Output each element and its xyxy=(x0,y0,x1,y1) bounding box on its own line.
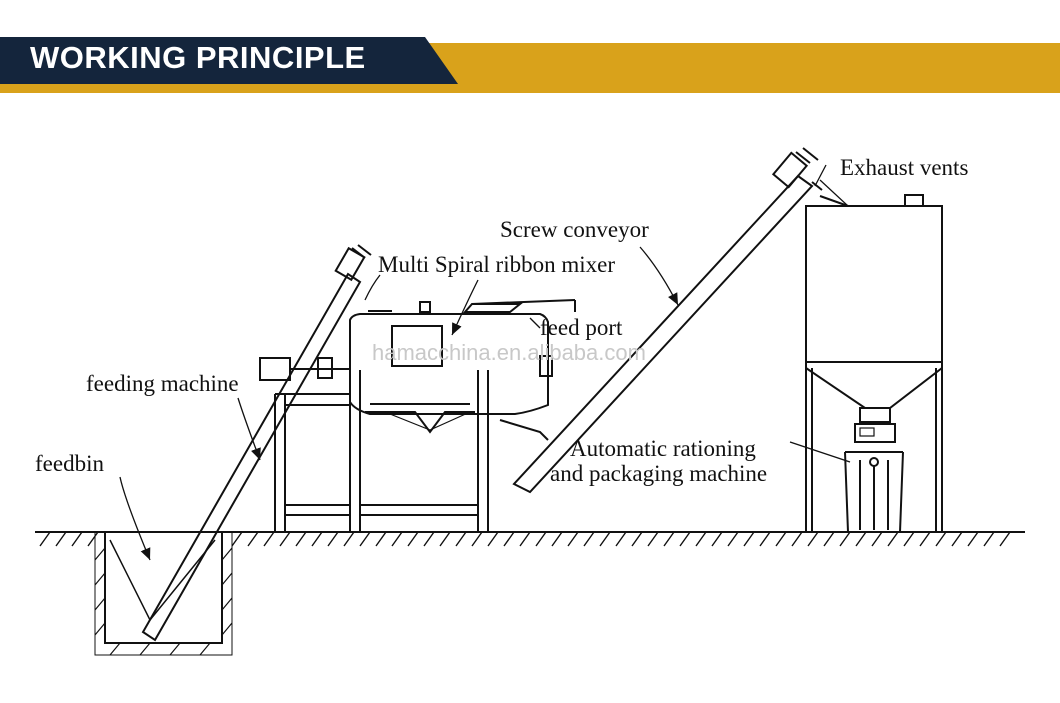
feeding-machine xyxy=(141,244,372,642)
page-title: WORKING PRINCIPLE xyxy=(30,40,366,75)
watermark: hamacchina.en.alibaba.com xyxy=(372,340,646,365)
ground xyxy=(35,531,1025,547)
label-packaging-line1: Automatic rationing xyxy=(570,436,756,461)
label-feed-port: feed port xyxy=(540,315,623,340)
label-screw-conveyor: Screw conveyor xyxy=(500,217,649,242)
label-feedbin: feedbin xyxy=(35,451,104,476)
packaging-machine xyxy=(844,423,904,533)
label-feeding-machine: feeding machine xyxy=(86,371,239,396)
screw-conveyor xyxy=(512,147,823,494)
feedbin-pit xyxy=(94,532,233,656)
silo xyxy=(805,179,943,532)
navy-title-plate xyxy=(0,37,458,84)
header-banner: WORKING PRINCIPLE xyxy=(0,0,1060,96)
banner-graphic xyxy=(0,37,1060,93)
label-exhaust-vents: Exhaust vents xyxy=(840,155,968,180)
ribbon-mixer xyxy=(259,299,576,532)
label-packaging-line2: and packaging machine xyxy=(550,461,767,486)
process-diagram: Exhaust vents Screw conveyor Multi Spira… xyxy=(35,147,1025,656)
label-mixer: Multi Spiral ribbon mixer xyxy=(378,252,615,277)
leader-lines xyxy=(119,164,851,561)
